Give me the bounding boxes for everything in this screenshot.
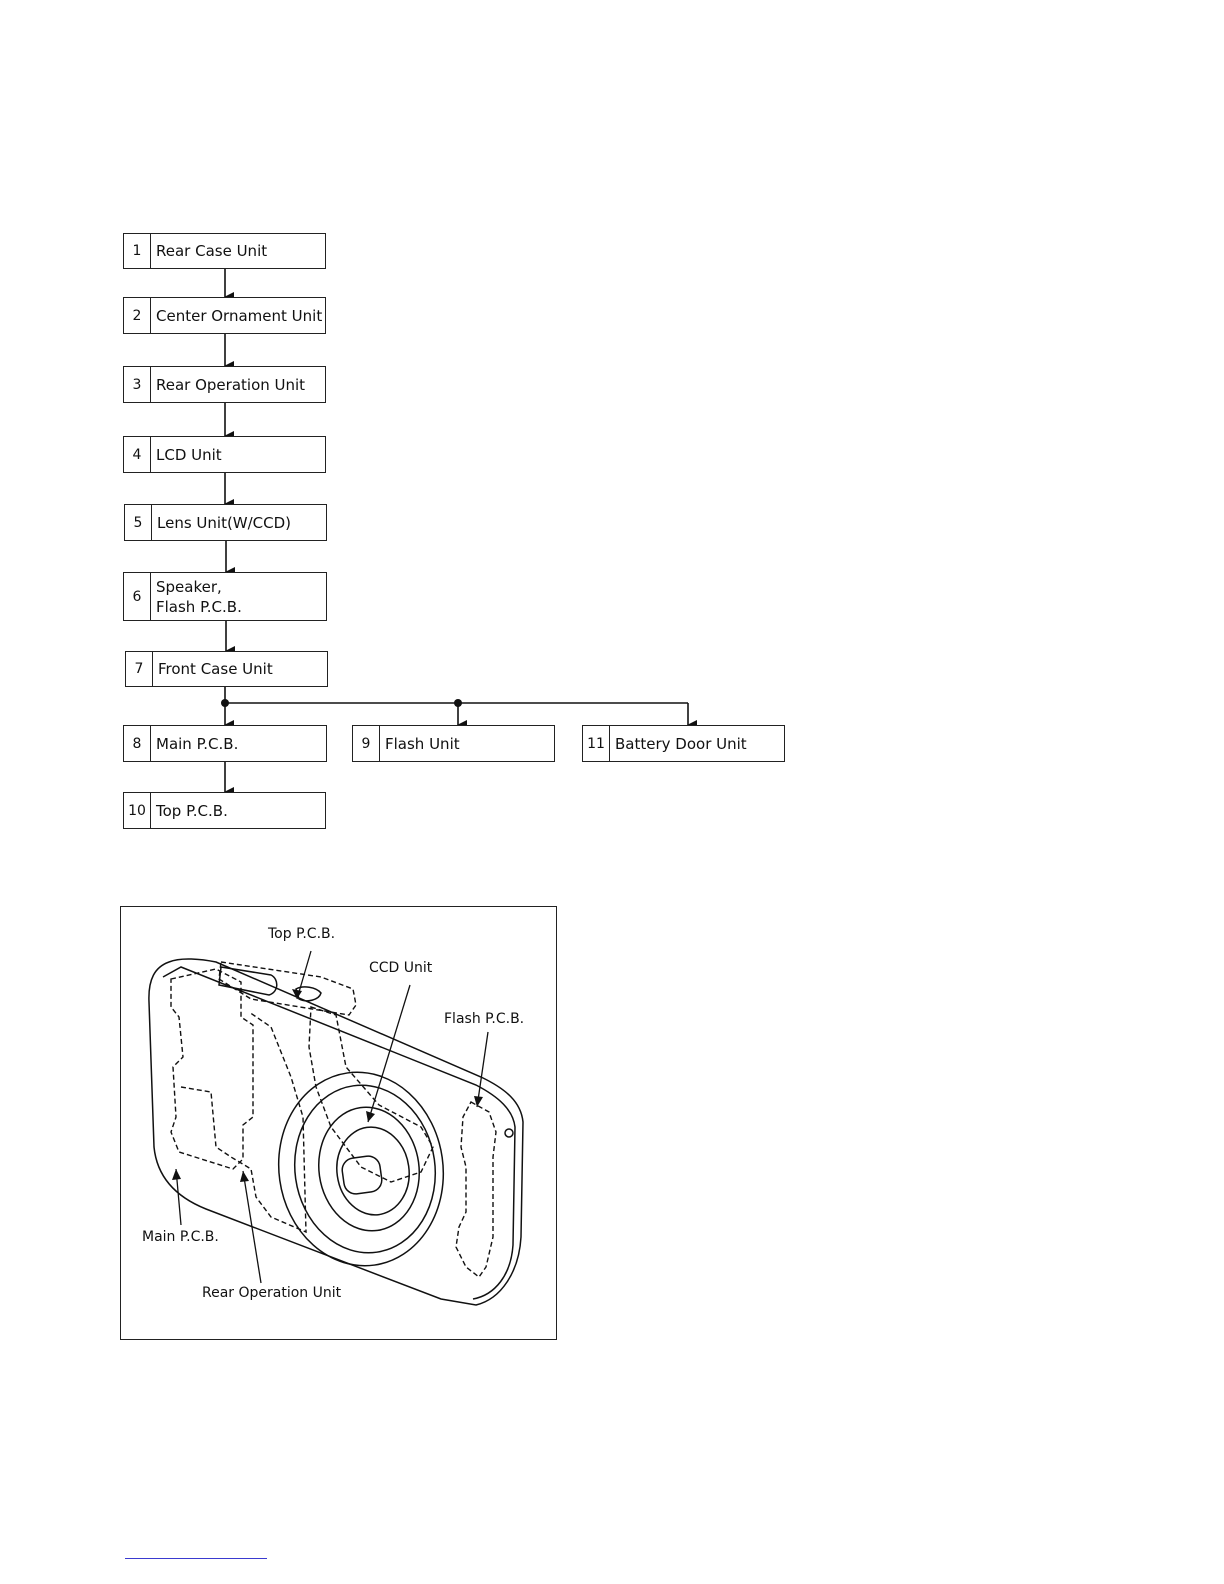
leader-flash-pcb — [477, 1032, 488, 1107]
step-number: 9 — [353, 726, 380, 761]
flash-pcb-outline — [456, 1102, 496, 1277]
step-number: 10 — [124, 793, 151, 828]
lens-ring-core — [331, 1122, 415, 1219]
step-number: 11 — [583, 726, 610, 761]
junction-dot-2 — [454, 699, 462, 707]
step-label: LCD Unit — [151, 437, 222, 472]
step-label: Flash Unit — [380, 726, 460, 761]
step-box-11: 11 Battery Door Unit — [582, 725, 785, 762]
step-label: Front Case Unit — [153, 652, 273, 686]
step-box-5: 5 Lens Unit(W/CCD) — [124, 504, 327, 541]
step-number: 4 — [124, 437, 151, 472]
step-box-3: 3 Rear Operation Unit — [123, 366, 326, 403]
camera-location-figure: Top P.C.B. CCD Unit Flash P.C.B. Main P.… — [120, 906, 557, 1340]
step-box-8: 8 Main P.C.B. — [123, 725, 327, 762]
main-pcb-outline — [171, 969, 253, 1169]
arrowhead-flash-pcb — [474, 1096, 483, 1107]
callout-main-pcb: Main P.C.B. — [142, 1229, 219, 1245]
step-box-9: 9 Flash Unit — [352, 725, 555, 762]
step-number: 7 — [126, 652, 153, 686]
step-box-10: 10 Top P.C.B. — [123, 792, 326, 829]
arrowhead-top-pcb — [292, 989, 302, 999]
step-box-6: 6 Speaker, Flash P.C.B. — [123, 572, 327, 621]
step-number: 1 — [124, 234, 151, 268]
callout-rear-operation-unit: Rear Operation Unit — [202, 1285, 341, 1301]
arrowhead-ccd-unit — [366, 1111, 375, 1122]
shutter-button — [219, 967, 277, 995]
callout-ccd-unit: CCD Unit — [369, 960, 432, 976]
step-label: Top P.C.B. — [151, 793, 228, 828]
step-box-2: 2 Center Ornament Unit — [123, 297, 326, 334]
sensor-dot — [505, 1129, 513, 1137]
step-box-1: 1 Rear Case Unit — [123, 233, 326, 269]
step-label: Battery Door Unit — [610, 726, 747, 761]
step-label: Rear Case Unit — [151, 234, 267, 268]
arrowhead-main-pcb — [172, 1169, 181, 1180]
junction-dot-1 — [221, 699, 229, 707]
leader-rear-operation — [243, 1171, 261, 1283]
step-box-7: 7 Front Case Unit — [125, 651, 328, 687]
step-label: Main P.C.B. — [151, 726, 238, 761]
step-number: 8 — [124, 726, 151, 761]
step-label: Center Ornament Unit — [151, 298, 322, 333]
step-number: 5 — [125, 505, 152, 540]
step-box-4: 4 LCD Unit — [123, 436, 326, 473]
step-label: Rear Operation Unit — [151, 367, 305, 402]
step-number: 3 — [124, 367, 151, 402]
callout-top-pcb: Top P.C.B. — [268, 926, 335, 942]
step-label: Lens Unit(W/CCD) — [152, 505, 291, 540]
camera-illustration — [121, 907, 555, 1338]
footer-underline — [125, 1558, 267, 1559]
callout-flash-pcb: Flash P.C.B. — [444, 1011, 524, 1027]
step-number: 2 — [124, 298, 151, 333]
step-number: 6 — [124, 573, 151, 620]
step-label: Speaker, Flash P.C.B. — [151, 573, 242, 620]
arrowhead-rear-operation — [240, 1171, 249, 1182]
